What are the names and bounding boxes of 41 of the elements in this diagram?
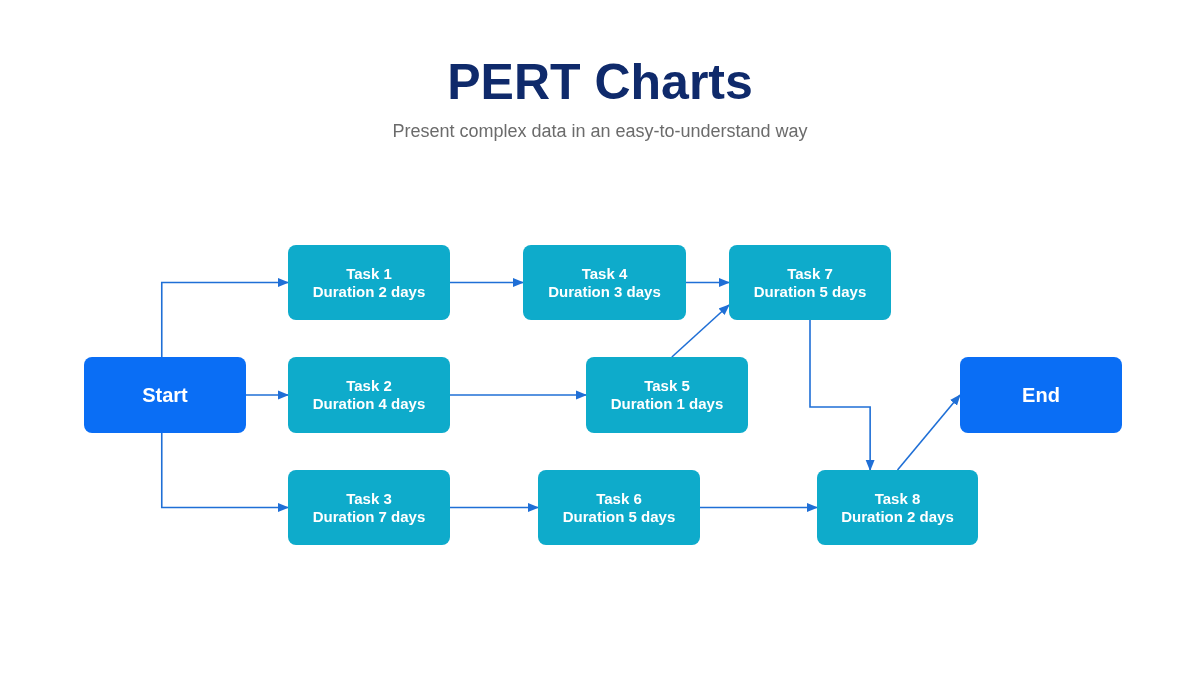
arrow	[699, 503, 819, 512]
task-duration: Duration 5 days	[753, 282, 867, 301]
task-name: Task 2	[346, 377, 392, 395]
terminal-box	[84, 357, 246, 433]
arrow	[160, 432, 290, 512]
arrow	[449, 503, 540, 512]
task-box	[817, 470, 978, 545]
task-name: Task 3	[346, 489, 392, 508]
task-box	[586, 357, 748, 433]
subtitle: Present complex data in an easy-to-understand way	[392, 120, 808, 143]
task-box	[288, 357, 450, 433]
task-box	[288, 245, 450, 320]
terminal-box	[960, 357, 1122, 433]
terminal-label: Start	[142, 383, 188, 407]
task-name: Task 6	[596, 489, 642, 508]
task-duration: Duration 4 days	[312, 395, 426, 413]
task-box	[729, 245, 891, 320]
arrow	[809, 319, 875, 472]
task-name: Task 8	[874, 489, 921, 508]
arrow	[896, 394, 961, 471]
task-name: Task 1	[346, 264, 392, 283]
task-duration: Duration 1 days	[610, 395, 724, 413]
task-duration: Duration 2 days	[841, 507, 954, 526]
task-duration: Duration 3 days	[548, 282, 661, 301]
task-name: Task 7	[787, 264, 833, 283]
task-box	[538, 470, 700, 545]
task-name: Task 4	[581, 264, 628, 283]
task-box	[288, 470, 450, 545]
arrow	[245, 390, 290, 400]
title: PERT Charts	[447, 53, 753, 112]
task-duration: Duration 7 days	[312, 507, 426, 526]
arrow	[160, 278, 290, 358]
task-duration: Duration 2 days	[312, 282, 426, 301]
arrow	[685, 278, 731, 287]
arrow	[449, 278, 525, 287]
arrow	[671, 304, 730, 358]
arrow	[449, 390, 588, 400]
task-name: Task 5	[644, 377, 690, 395]
task-box	[523, 245, 686, 320]
terminal-label: End	[1022, 383, 1060, 407]
task-duration: Duration 5 days	[562, 507, 676, 526]
